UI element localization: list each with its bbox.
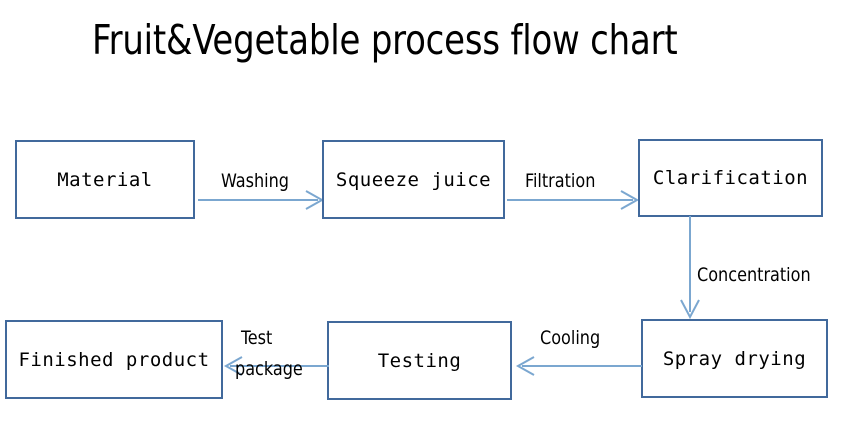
process-node-material[interactable]: Material [15, 140, 195, 219]
process-node-testing[interactable]: Testing [327, 321, 512, 400]
edge-label-package: package [235, 358, 303, 380]
page-title: Fruit&Vegetable process flow chart [92, 16, 678, 64]
node-label: Squeeze juice [335, 168, 492, 191]
edge-label-test: Test [241, 327, 273, 349]
edge-label-filtration: Filtration [525, 170, 596, 192]
edge-label-washing: Washing [221, 170, 290, 192]
node-label: Material [57, 168, 153, 191]
node-label: Testing [377, 349, 462, 372]
node-label: Spray drying [662, 347, 807, 370]
node-label: Finished product [18, 348, 210, 371]
process-node-spray-drying[interactable]: Spray drying [641, 319, 828, 398]
process-node-finished-product[interactable]: Finished product [5, 320, 223, 399]
edge-label-concentration: Concentration [697, 264, 811, 286]
process-node-clarification[interactable]: Clarification [638, 139, 823, 217]
edge-label-cooling: Cooling [540, 327, 601, 349]
arrow-cooling-icon [515, 356, 642, 376]
node-label: Clarification [652, 167, 809, 189]
process-node-squeeze-juice[interactable]: Squeeze juice [322, 140, 505, 219]
